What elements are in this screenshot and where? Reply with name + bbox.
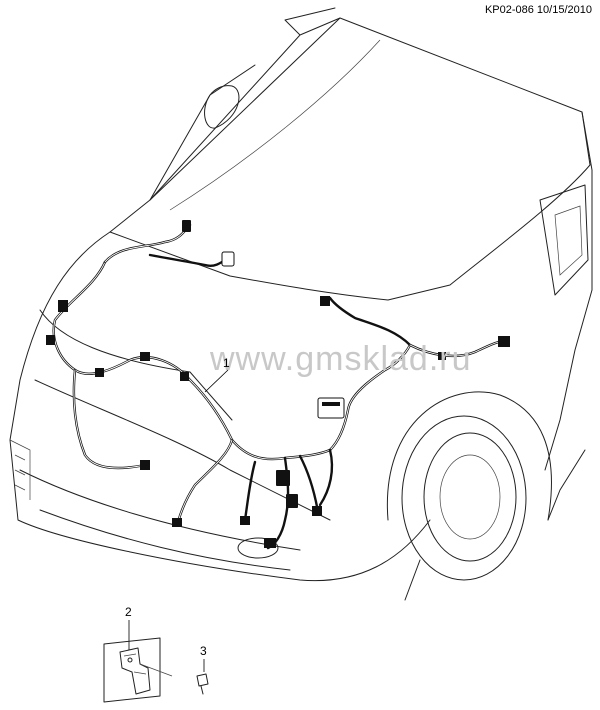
connector (320, 296, 330, 306)
connector (286, 494, 298, 508)
side-window (539, 184, 589, 296)
watermark: www.gmsklad.ru (209, 340, 472, 378)
connector (221, 251, 235, 267)
front-rim (423, 432, 517, 562)
wiring-harness (52, 223, 507, 550)
side-mirror (204, 85, 240, 129)
connector (58, 300, 68, 312)
callout-number-2: 2 (125, 605, 132, 619)
fuse-box (317, 397, 345, 419)
connector (498, 336, 510, 347)
connector (140, 352, 150, 361)
bracket (119, 647, 151, 695)
harness-branch-lower (243, 454, 320, 550)
connector (182, 220, 191, 232)
connector (312, 506, 322, 516)
bolt (196, 673, 209, 695)
fog-lamp (237, 537, 279, 559)
windshield (149, 7, 341, 201)
connector (438, 352, 446, 360)
a-pillar-left (149, 64, 256, 201)
connector (172, 518, 182, 527)
callout-number-3: 3 (200, 644, 207, 658)
connector (264, 538, 276, 548)
connector (95, 368, 104, 377)
harness-connectors (46, 220, 510, 548)
headlamp-left (39, 309, 233, 421)
bracket-detail: 2 (103, 605, 173, 703)
bumper-lower (19, 469, 301, 571)
connector (46, 335, 55, 345)
hood (109, 17, 591, 301)
front-tire (401, 415, 527, 581)
connector-cluster (276, 470, 290, 486)
callout-number-1: 1 (223, 356, 230, 370)
wheel-arch (386, 391, 552, 521)
connector (240, 516, 250, 525)
grille-upper (34, 379, 331, 521)
harness-branch-upper-left (103, 223, 230, 267)
mounting-plate (103, 637, 161, 703)
front-fascia (9, 231, 431, 582)
bolt-detail: 3 (196, 644, 209, 695)
callout-harness: 1 (204, 356, 230, 393)
harness-branch-center (176, 438, 234, 524)
fender-right (544, 111, 593, 471)
connector (140, 460, 150, 470)
connector (180, 372, 189, 381)
reference-code: KP02-086 10/15/2010 (484, 4, 592, 16)
vehicle-body-outline (9, 7, 593, 601)
